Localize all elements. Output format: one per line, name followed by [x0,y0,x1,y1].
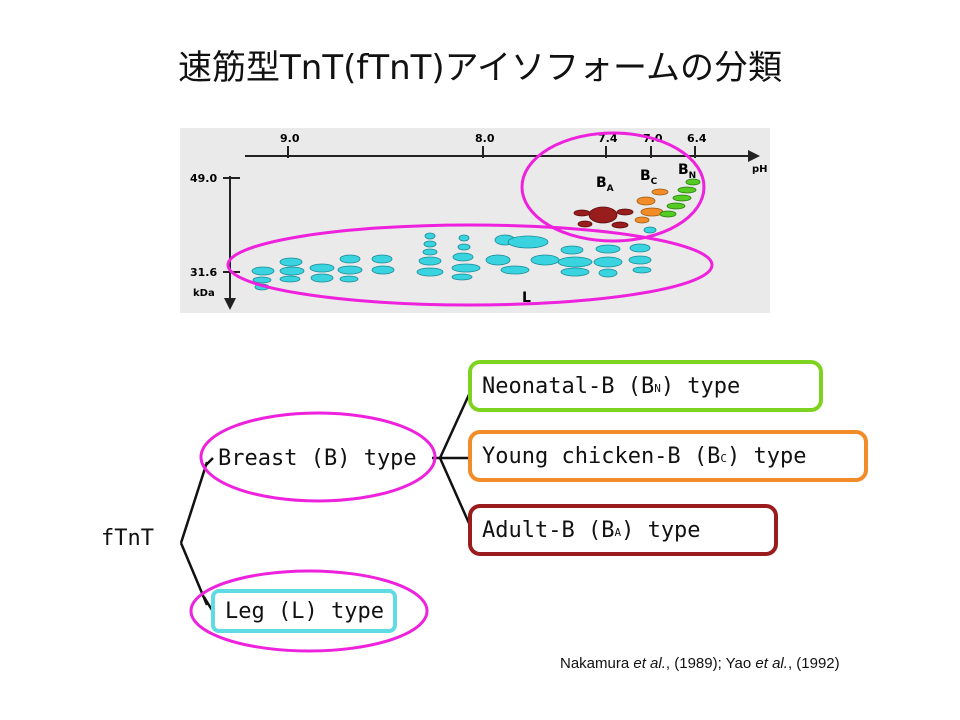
adult-b-sub: A [614,525,622,539]
citation-etal: et al. [633,655,666,672]
svg-text:BN: BN [678,162,696,181]
citation-part: Nakamura [560,655,634,672]
young-chicken-b-sub: C [720,451,728,465]
kda-unit-label: kDa [193,288,215,299]
young-chicken-b-spots [634,188,669,224]
kda-axis-arrow [224,298,236,310]
leg-spots [251,226,657,291]
neonatal-b-sub: N [654,381,661,395]
neonatal-b-post: ) type [660,373,741,399]
ph-tick-marks [287,146,696,158]
bn-label: B [678,162,689,178]
young-chicken-b-label: Young chicken-B (B [482,443,721,469]
l-region-ellipse [226,223,714,307]
b-region-ellipse [520,131,706,243]
ba-label: B [596,175,607,191]
citation-part: , (1989); Yao [665,655,756,672]
svg-text:BA: BA [596,175,614,194]
citation: Nakamura et al., (1989); Yao et al., (19… [560,655,840,672]
ph-axis-arrow [748,150,760,162]
page-title: 速筋型TnT(fTnT)アイソフォームの分類 [178,48,782,88]
adult-b-label: Adult-B (B [482,517,615,543]
ph-tick-label: 9.0 [280,132,300,145]
ftnt-root-label: fTnT [101,526,154,551]
ph-tick-label: 6.4 [687,132,707,145]
gel-image-background [180,128,770,313]
ph-axis-label: pH [752,164,768,175]
neonatal-b-label: Neonatal-B (B [482,373,655,399]
ph-tick-label: 7.4 [598,132,618,145]
adult-b-spots [573,206,634,229]
bn-label-sub: N [689,171,697,181]
ba-label-sub: A [607,184,614,194]
tree-branches [179,387,474,611]
citation-part: , (1992) [787,655,840,672]
kda-tick-label: 31.6 [190,266,217,279]
adult-b-post: ) type [621,517,701,543]
neonatal-b-spots [659,178,701,218]
kda-tick-label: 49.0 [190,172,217,185]
bc-label: B [640,168,651,184]
svg-text:BC: BC [640,168,658,187]
breast-type-label: Breast (B) type [218,446,417,471]
citation-etal: et al. [755,655,788,672]
ph-tick-label: 8.0 [475,132,495,145]
leg-type-label: Leg (L) type [225,598,384,624]
bc-label-sub: C [651,177,658,187]
leg-type-box: Leg (L) type [211,589,397,633]
l-label: L [522,290,531,306]
young-chicken-b-post: ) type [727,443,807,469]
